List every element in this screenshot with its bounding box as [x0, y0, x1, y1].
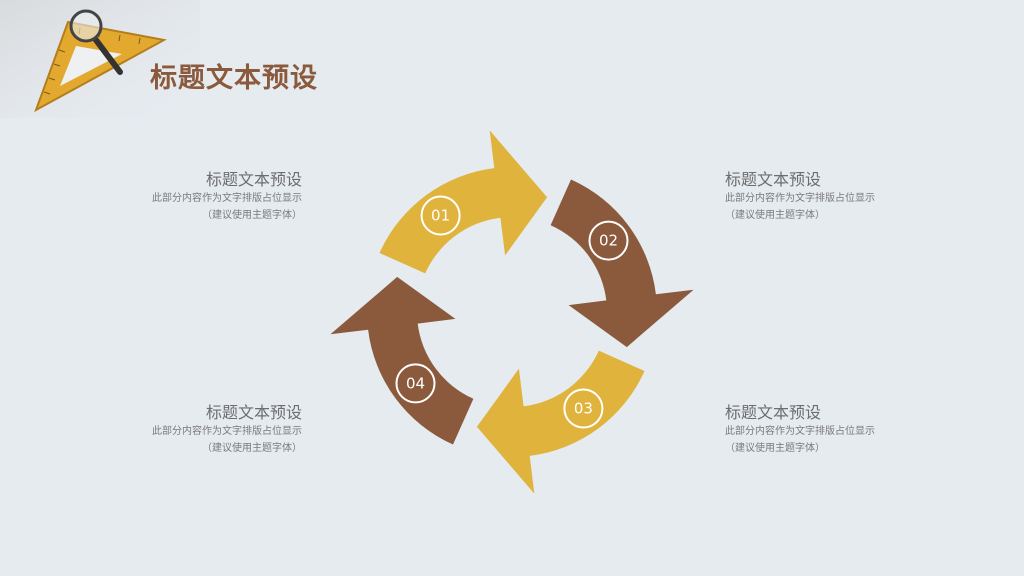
cycle-arrow-03: 03: [476, 350, 645, 494]
step-number: 01: [431, 207, 450, 225]
cycle-arrow-01: 01: [379, 130, 548, 274]
arrow-shape: [550, 179, 694, 348]
step-number-ring: [563, 388, 604, 429]
step-number-ring: [395, 363, 436, 404]
text-block-bottom-right: 标题文本预设 此部分内容作为文字排版占位显示 （建议使用主题字体）: [725, 403, 1024, 457]
block-heading: 标题文本预设: [205, 170, 302, 189]
step-number: 02: [599, 232, 618, 250]
arrow-shape: [379, 130, 548, 274]
block-heading: 标题文本预设: [725, 170, 822, 189]
triangle-ruler-magnifier-icon: [0, 0, 200, 118]
cycle-arrow-02: 02: [550, 179, 694, 348]
block-note: （建议使用主题字体）: [202, 443, 302, 454]
cycle-arrow-04: 04: [330, 276, 474, 445]
text-block-top-left: 标题文本预设 此部分内容作为文字排版占位显示 （建议使用主题字体）: [2, 170, 302, 224]
block-text: 此部分内容作为文字排版占位显示: [152, 426, 302, 437]
block-heading: 标题文本预设: [205, 403, 302, 422]
block-note: （建议使用主题字体）: [725, 443, 825, 454]
text-block-bottom-left: 标题文本预设 此部分内容作为文字排版占位显示 （建议使用主题字体）: [2, 403, 302, 457]
step-number: 04: [406, 374, 425, 392]
block-heading: 标题文本预设: [725, 403, 822, 422]
block-text: 此部分内容作为文字排版占位显示: [725, 426, 875, 437]
block-text: 此部分内容作为文字排版占位显示: [725, 193, 875, 204]
step-number-ring: [420, 195, 461, 236]
arrow-shape: [330, 276, 474, 445]
block-text: 此部分内容作为文字排版占位显示: [152, 193, 302, 204]
page-title: 标题文本预设: [150, 63, 318, 94]
text-block-top-right: 标题文本预设 此部分内容作为文字排版占位显示 （建议使用主题字体）: [725, 170, 1024, 224]
step-number: 03: [574, 400, 593, 418]
arrow-shape: [476, 350, 645, 494]
block-note: （建议使用主题字体）: [202, 210, 302, 221]
step-number-ring: [588, 220, 629, 261]
block-note: （建议使用主题字体）: [725, 210, 825, 221]
